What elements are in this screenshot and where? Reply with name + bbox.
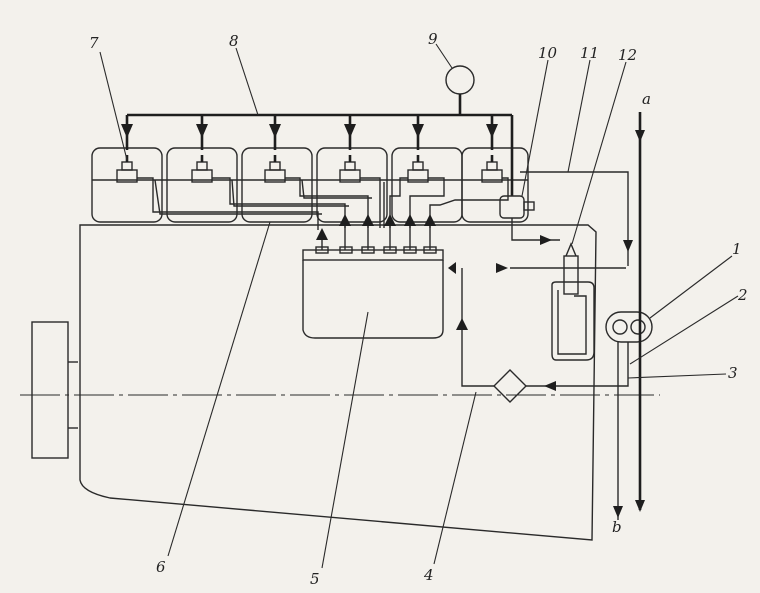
injection-pump bbox=[302, 246, 444, 339]
pump-outlet-arrows bbox=[316, 214, 436, 250]
engine-block bbox=[79, 224, 597, 541]
label-5: 5 bbox=[310, 570, 320, 588]
supply-arrow-a bbox=[635, 130, 645, 142]
label-11: 11 bbox=[580, 44, 599, 62]
injector bbox=[339, 155, 361, 183]
drain-arrow bbox=[613, 506, 623, 518]
return-arrow bbox=[623, 240, 633, 252]
injection-lines bbox=[137, 177, 509, 230]
label-1: 1 bbox=[732, 240, 742, 258]
label-10: 10 bbox=[538, 44, 558, 62]
label-a: a bbox=[642, 90, 651, 108]
injector bbox=[407, 155, 429, 183]
transfer-pump bbox=[605, 311, 653, 343]
label-6: 6 bbox=[156, 558, 166, 576]
flywheel bbox=[31, 321, 69, 459]
cylinder-head bbox=[391, 147, 463, 223]
return-line bbox=[520, 171, 629, 266]
cylinder-head bbox=[461, 147, 529, 223]
leader-lines bbox=[99, 43, 739, 569]
label-12: 12 bbox=[618, 46, 637, 64]
label-4: 4 bbox=[423, 566, 434, 584]
overflow-valve bbox=[499, 195, 560, 245]
pump-feed-line bbox=[461, 268, 494, 387]
label-b: b bbox=[612, 518, 622, 536]
injector bbox=[191, 155, 213, 183]
label-7: 7 bbox=[89, 34, 99, 52]
drain-arrow-b bbox=[635, 500, 645, 512]
leak-off-manifold bbox=[121, 113, 514, 196]
feed-arrow-up bbox=[456, 318, 468, 330]
cylinder-head bbox=[241, 147, 313, 223]
injector bbox=[264, 155, 286, 183]
label-8: 8 bbox=[229, 32, 239, 50]
feed-arrow-left bbox=[448, 262, 456, 274]
pump-to-filter bbox=[600, 342, 629, 387]
callout-labels: 7 8 9 10 11 12 a 1 2 3 b 4 5 6 bbox=[89, 30, 748, 588]
cylinder-head bbox=[316, 147, 388, 223]
injector bbox=[481, 155, 503, 183]
coarse-filter bbox=[493, 369, 600, 403]
injectors bbox=[116, 155, 503, 183]
feed-arrow-right bbox=[496, 263, 508, 273]
label-2: 2 bbox=[737, 286, 748, 304]
label-9: 9 bbox=[428, 30, 438, 48]
pressure-gauge bbox=[445, 65, 475, 115]
fine-filter bbox=[551, 242, 595, 361]
label-3: 3 bbox=[728, 364, 738, 382]
cylinder-heads bbox=[91, 147, 529, 223]
